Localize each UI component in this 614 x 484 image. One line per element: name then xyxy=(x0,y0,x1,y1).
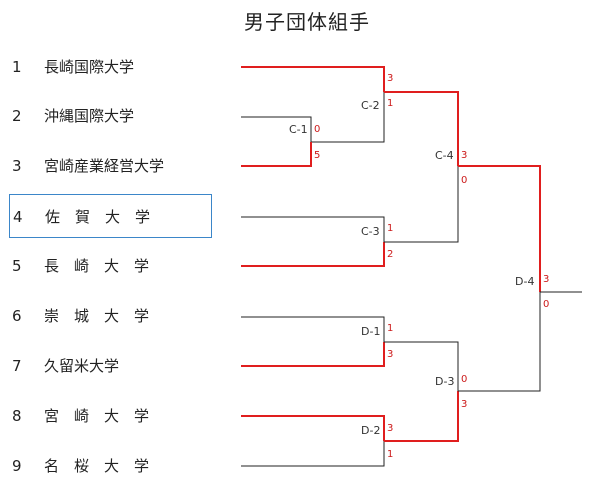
team-1: 1 長崎国際大学 xyxy=(12,53,134,81)
team-name: 佐 賀 大 学 xyxy=(45,208,151,226)
score-d4-top: 3 xyxy=(543,274,550,285)
team-number: 3 xyxy=(12,157,22,175)
score-c1-top: 0 xyxy=(314,124,321,135)
team-number: 9 xyxy=(12,457,22,475)
score-d2-bottom: 1 xyxy=(387,449,394,460)
team-number: 6 xyxy=(12,307,22,325)
bracket-title: 男子団体組手 xyxy=(244,10,370,34)
bracket-line-team6 xyxy=(241,316,385,342)
team-9: 9 名 桜 大 学 xyxy=(12,452,149,480)
score-d1-bottom: 3 xyxy=(387,349,394,360)
team-number: 7 xyxy=(12,357,22,375)
team-name: 長崎国際大学 xyxy=(44,58,135,76)
match-label-c1: C-1 xyxy=(289,123,308,136)
bracket-line-team8-winner xyxy=(241,415,385,441)
bracket-line-c2-winner xyxy=(384,91,459,166)
team-3: 3 宮崎産業経営大学 xyxy=(12,152,164,180)
score-c3-top: 1 xyxy=(387,223,394,234)
score-c4-top: 3 xyxy=(461,150,468,161)
match-label-c2: C-2 xyxy=(361,99,380,112)
match-label-c4: C-4 xyxy=(435,149,454,162)
bracket-line-c3-to-c4 xyxy=(384,166,459,243)
score-c2-top: 3 xyxy=(387,73,394,84)
match-label-d3: D-3 xyxy=(435,375,455,388)
team-8: 8 宮 崎 大 学 xyxy=(12,402,149,430)
score-d3-top: 0 xyxy=(461,374,468,385)
score-d4-bottom: 0 xyxy=(543,299,550,310)
match-label-d4: D-4 xyxy=(515,275,535,288)
team-number: 5 xyxy=(12,257,22,275)
bracket-line-d2-winner xyxy=(384,391,459,442)
team-2: 2 沖縄国際大学 xyxy=(12,102,134,130)
team-name: 宮崎産業経営大学 xyxy=(44,157,165,175)
match-label-d2: D-2 xyxy=(361,424,381,437)
bracket-line-c4-winner xyxy=(458,165,541,292)
team-number: 4 xyxy=(13,208,23,226)
bracket-line-team9 xyxy=(241,441,385,467)
team-name: 名 桜 大 学 xyxy=(44,457,150,475)
bracket-line-team1-winner xyxy=(241,66,385,92)
team-number: 1 xyxy=(12,58,22,76)
match-label-d1: D-1 xyxy=(361,325,381,338)
team-name: 崇 城 大 学 xyxy=(44,307,150,325)
score-d2-top: 3 xyxy=(387,423,394,434)
bracket-line-c1-to-c2 xyxy=(311,92,385,143)
team-name: 宮 崎 大 学 xyxy=(44,407,150,425)
team-name: 沖縄国際大学 xyxy=(44,107,135,125)
team-5: 5 長 崎 大 学 xyxy=(12,252,149,280)
match-label-c3: C-3 xyxy=(361,225,380,238)
team-6: 6 崇 城 大 学 xyxy=(12,302,149,330)
team-4-highlighted: 4 佐 賀 大 学 xyxy=(9,194,212,238)
bracket-line-d1-to-d3 xyxy=(384,341,459,391)
team-7: 7 久留米大学 xyxy=(12,352,119,380)
bracket-line-team7-winner xyxy=(241,342,385,367)
score-d1-top: 1 xyxy=(387,323,394,334)
team-name: 久留米大学 xyxy=(44,357,120,375)
score-c4-bottom: 0 xyxy=(461,175,468,186)
score-c2-bottom: 1 xyxy=(387,98,394,109)
team-number: 8 xyxy=(12,407,22,425)
bracket-line-team5-winner xyxy=(241,242,385,267)
score-c3-bottom: 2 xyxy=(387,249,394,260)
score-c1-bottom: 5 xyxy=(314,150,321,161)
bracket-line-team2 xyxy=(241,116,312,142)
team-name: 長 崎 大 学 xyxy=(44,257,150,275)
bracket-line-team3-winner xyxy=(241,142,312,167)
score-d3-bottom: 3 xyxy=(461,399,468,410)
bracket-line-d3-to-d4 xyxy=(458,292,541,392)
bracket-line-team4 xyxy=(241,216,385,242)
team-number: 2 xyxy=(12,107,22,125)
